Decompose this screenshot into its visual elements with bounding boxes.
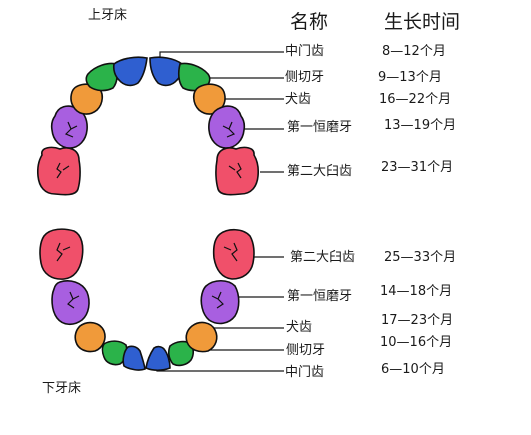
fissure: [228, 162, 242, 179]
upper-time-canine: 16—22个月: [379, 92, 452, 107]
upper-time-central-incisor: 8—12个月: [382, 44, 446, 59]
lower-right-lateral-incisor: [167, 340, 195, 367]
upper-time-first-molar: 13—19个月: [384, 118, 457, 133]
lower-left-lateral-incisor: [101, 340, 128, 366]
fissure: [67, 291, 80, 309]
lower-right-canine: [185, 321, 218, 353]
lower-left-canine: [74, 321, 106, 353]
lower-time-lateral-incisor: 10—16个月: [380, 335, 453, 350]
lower-name-second-molar: 第二大臼齿: [290, 250, 356, 265]
lower-name-first-molar: 第一恒磨牙: [287, 289, 353, 304]
header-name: 名称: [290, 11, 329, 33]
upper-time-second-molar: 23—31个月: [381, 160, 454, 175]
lower-time-second-molar: 25—33个月: [384, 250, 457, 265]
lower-time-first-molar: 14—18个月: [380, 284, 453, 299]
fissure: [64, 121, 78, 138]
upper-name-canine: 犬齿: [285, 92, 312, 107]
lower-name-lateral-incisor: 侧切牙: [286, 343, 326, 358]
header-time: 生长时间: [384, 11, 461, 33]
lower-jaw-label: 下牙床: [42, 381, 82, 396]
fissure: [211, 291, 224, 309]
lower-left-central-incisor: [122, 345, 146, 371]
upper-right-central-incisor: [149, 56, 184, 87]
upper-name-first-molar: 第一恒磨牙: [287, 120, 353, 135]
upper-name-lateral-incisor: 侧切牙: [285, 70, 325, 85]
lower-teeth: [39, 228, 255, 372]
lower-left-first-molar: [51, 280, 90, 326]
fissure: [222, 121, 236, 138]
fissure: [223, 242, 238, 262]
lower-right-first-molar: [200, 279, 240, 325]
lower-time-canine: 17—23个月: [381, 313, 454, 328]
fissure: [56, 162, 70, 179]
upper-right-second-molar: [215, 146, 260, 196]
upper-left-central-incisor: [112, 56, 148, 87]
upper-name-central-incisor: 中门齿: [285, 44, 325, 59]
tooth-fissures: [56, 121, 242, 309]
upper-left-lateral-incisor: [85, 62, 119, 92]
upper-right-first-molar: [208, 105, 246, 149]
lower-right-central-incisor: [145, 345, 171, 372]
lower-name-central-incisor: 中门齿: [285, 365, 325, 380]
upper-name-second-molar: 第二大臼齿: [287, 164, 353, 179]
upper-time-lateral-incisor: 9—13个月: [378, 70, 442, 85]
lower-time-central-incisor: 6—10个月: [381, 362, 445, 377]
lower-right-second-molar: [212, 228, 255, 280]
fissure: [56, 242, 71, 262]
upper-jaw-label: 上牙床: [88, 8, 128, 23]
lower-name-canine: 犬齿: [286, 320, 313, 335]
